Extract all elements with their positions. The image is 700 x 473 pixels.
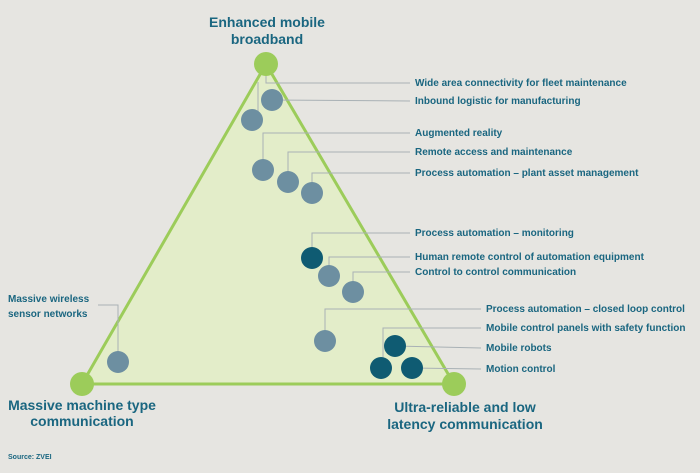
side-label-line-2: sensor networks bbox=[8, 309, 88, 320]
corner-label-left-line-2: communication bbox=[30, 413, 133, 429]
dot-wide-area-connectivity bbox=[261, 89, 283, 111]
corner-label-left-line-1: Massive machine type bbox=[8, 397, 156, 413]
use-case-label: Process automation – monitoring bbox=[415, 228, 574, 239]
dot-mobile-control-panels bbox=[384, 335, 406, 357]
use-case-dots bbox=[107, 89, 423, 379]
dot-wireless-sensor-networks bbox=[107, 351, 129, 373]
dot-mobile-robots bbox=[370, 357, 392, 379]
dot-process-monitoring bbox=[301, 247, 323, 269]
corner-label-top-line-2: broadband bbox=[231, 31, 303, 47]
dot-plant-asset-management bbox=[301, 182, 323, 204]
side-label-line-1: Massive wireless bbox=[8, 294, 90, 305]
dot-control-to-control bbox=[342, 281, 364, 303]
vertex-left bbox=[70, 372, 94, 396]
use-case-label: Control to control communication bbox=[415, 267, 576, 278]
source-note: Source: ZVEI bbox=[8, 454, 52, 461]
triangle bbox=[80, 62, 456, 386]
use-case-label: Inbound logistic for manufacturing bbox=[415, 96, 581, 107]
dot-remote-access bbox=[277, 171, 299, 193]
use-case-label: Wide area connectivity for fleet mainten… bbox=[415, 78, 627, 89]
use-case-label: Motion control bbox=[486, 364, 556, 375]
use-case-label: Mobile control panels with safety functi… bbox=[486, 323, 685, 334]
corner-label-top-line-1: Enhanced mobile bbox=[209, 14, 325, 30]
use-case-label: Process automation – plant asset managem… bbox=[415, 168, 639, 179]
use-case-label: Process automation – closed loop control bbox=[486, 304, 685, 315]
vertex-top bbox=[254, 52, 278, 76]
dot-closed-loop-control bbox=[314, 330, 336, 352]
dot-motion-control bbox=[401, 357, 423, 379]
use-case-label: Mobile robots bbox=[486, 343, 552, 354]
dot-augmented-reality bbox=[252, 159, 274, 181]
corner-label-right-line-2: latency communication bbox=[387, 416, 543, 432]
dot-inbound-logistic bbox=[241, 109, 263, 131]
use-case-label: Remote access and maintenance bbox=[415, 147, 573, 158]
corner-label-right-line-1: Ultra-reliable and low bbox=[394, 399, 536, 415]
use-case-label: Augmented reality bbox=[415, 128, 503, 139]
dot-human-remote-control bbox=[318, 265, 340, 287]
use-case-label: Human remote control of automation equip… bbox=[415, 252, 645, 263]
vertex-right bbox=[442, 372, 466, 396]
